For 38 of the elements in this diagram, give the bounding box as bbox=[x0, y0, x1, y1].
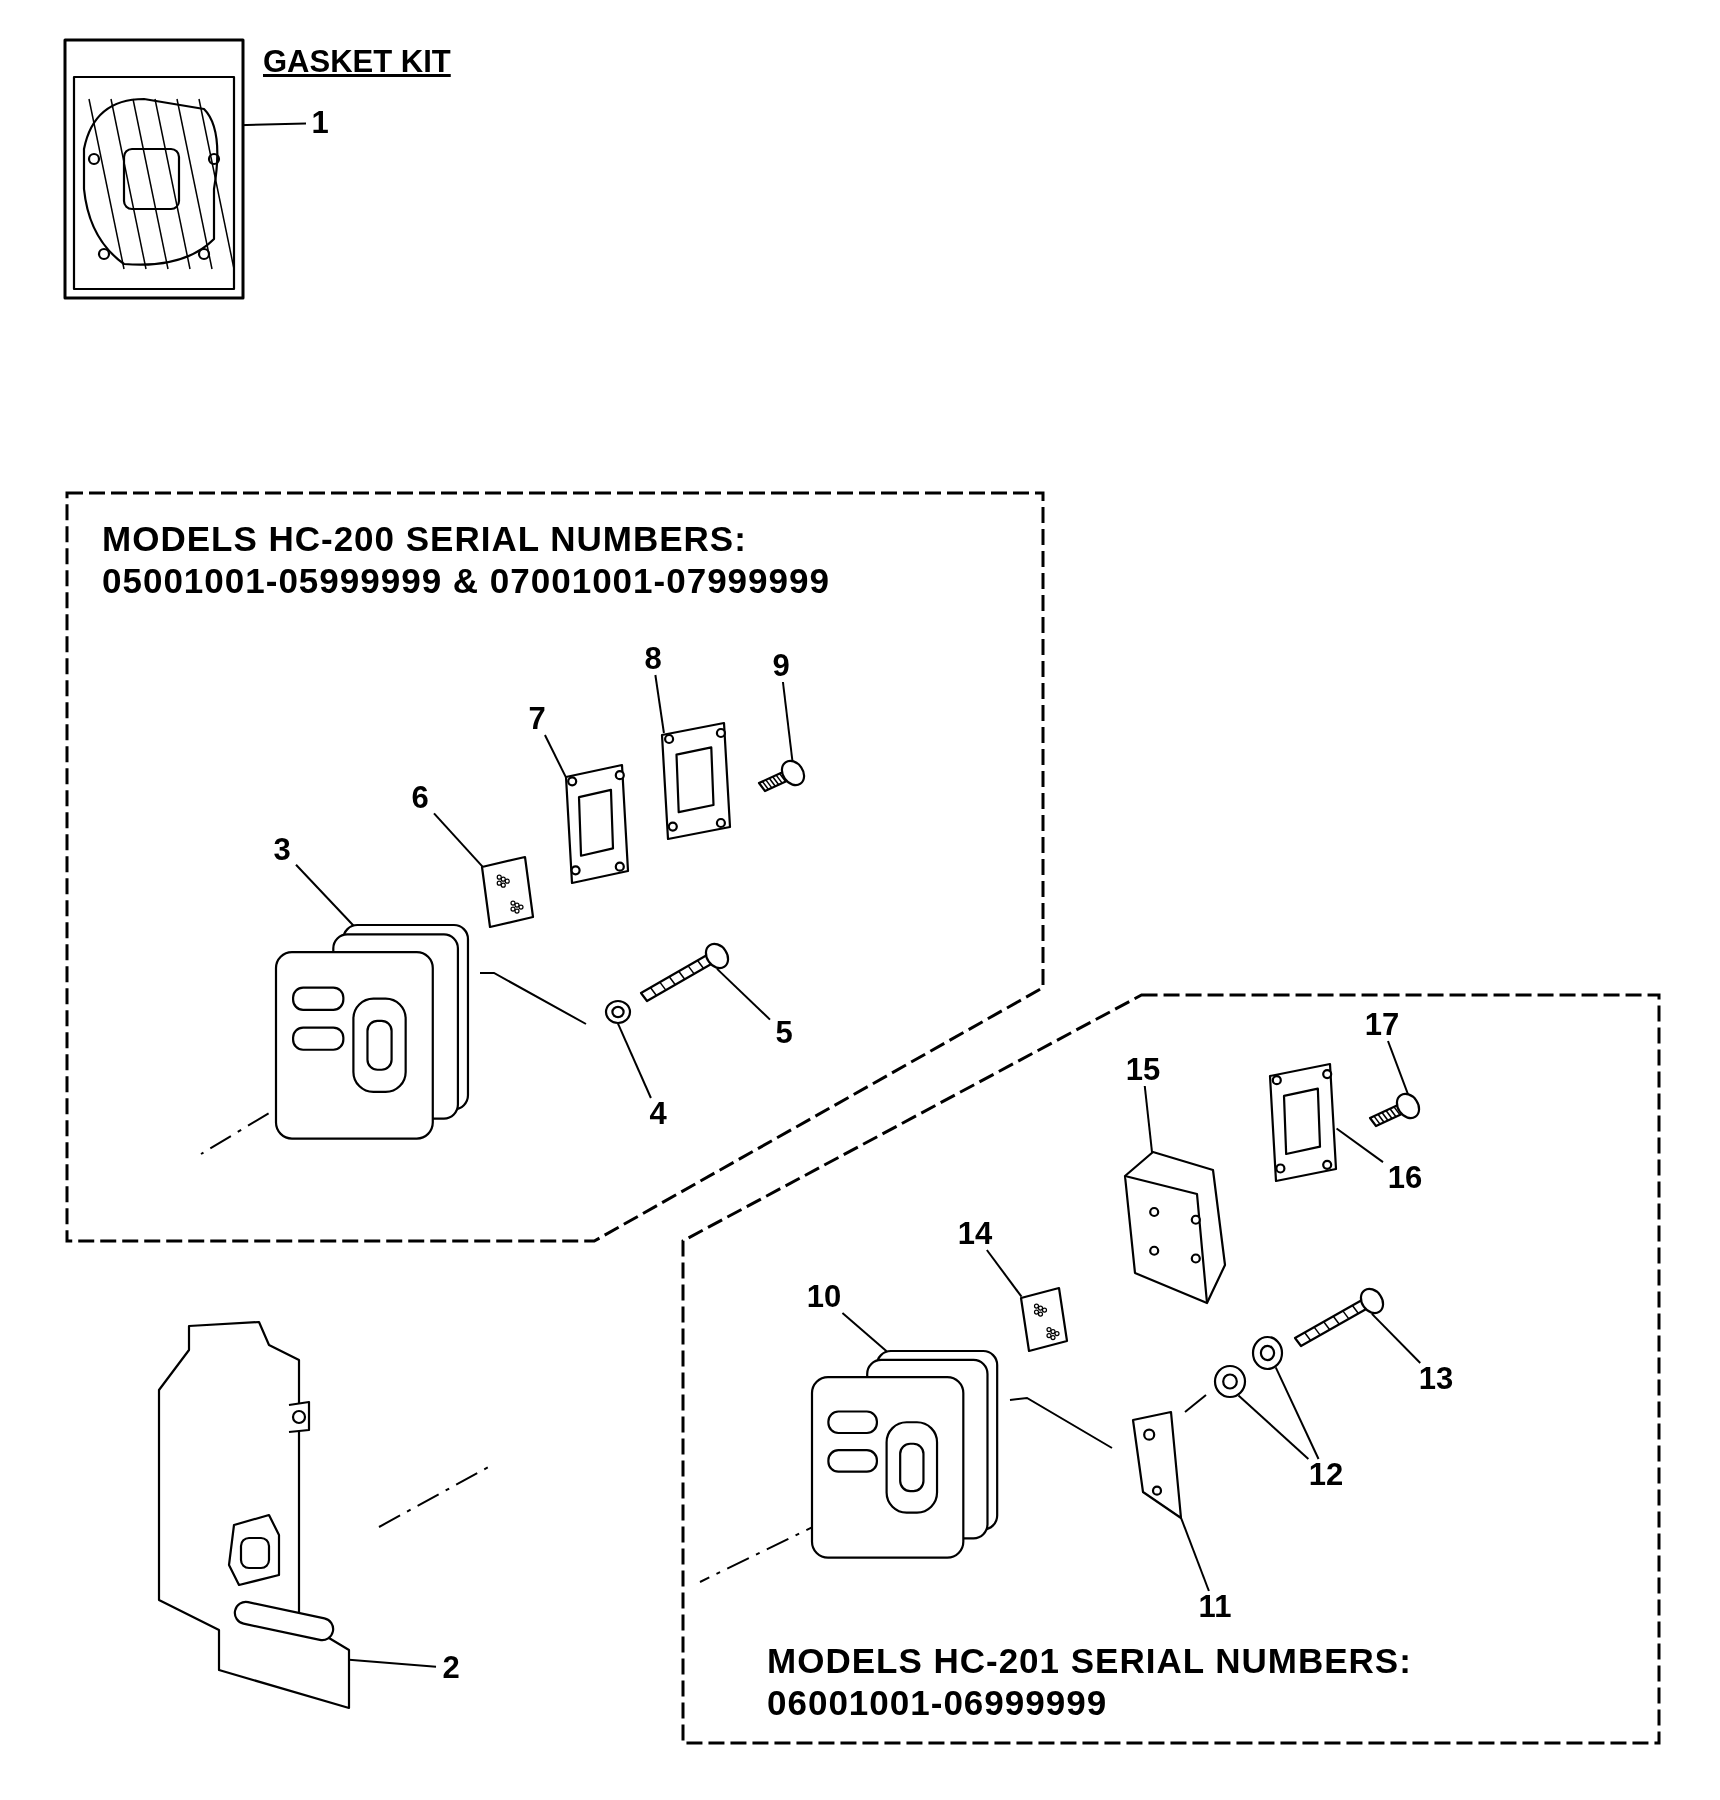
callout-number: 14 bbox=[953, 1218, 997, 1250]
callout-number: 2 bbox=[436, 1652, 466, 1684]
leader-line bbox=[781, 681, 794, 763]
leader-line bbox=[1237, 1394, 1310, 1460]
callout-number: 9 bbox=[767, 650, 795, 682]
model-group-outline bbox=[64, 490, 1046, 1244]
leader-line bbox=[433, 812, 484, 868]
callout-number: 4 bbox=[644, 1098, 672, 1130]
callout-number: 3 bbox=[268, 834, 296, 866]
model-group-outline bbox=[680, 992, 1662, 1746]
leader-line bbox=[1179, 1516, 1210, 1592]
callout-number: 13 bbox=[1414, 1363, 1458, 1395]
callout-number: 15 bbox=[1121, 1054, 1165, 1086]
leader-line bbox=[841, 1312, 888, 1353]
leader-line bbox=[985, 1249, 1023, 1298]
leader-line bbox=[1370, 1312, 1422, 1364]
callout-number: 5 bbox=[770, 1017, 798, 1049]
callout-number: 17 bbox=[1360, 1009, 1404, 1041]
model-serial-note: MODELS HC-200 SERIAL NUMBERS: 05001001-05999999 & 07001001-07999999 bbox=[102, 518, 831, 602]
leader-line bbox=[654, 674, 665, 734]
callout-number: 7 bbox=[523, 703, 551, 735]
callout-number: 1 bbox=[306, 107, 334, 139]
callout-number: 6 bbox=[406, 782, 434, 814]
kit-title: GASKET KIT bbox=[263, 44, 451, 80]
callout-number: 16 bbox=[1383, 1162, 1427, 1194]
leader-line bbox=[716, 967, 771, 1021]
leader-line bbox=[1387, 1040, 1410, 1096]
callout-number: 10 bbox=[802, 1281, 846, 1313]
model-serial-note: MODELS HC-201 SERIAL NUMBERS: 06001001-06999999 bbox=[767, 1640, 1413, 1724]
leader-line bbox=[1274, 1366, 1320, 1460]
leader-line bbox=[617, 1022, 652, 1099]
callout-number: 8 bbox=[639, 643, 667, 675]
leader-line bbox=[348, 1658, 437, 1668]
leader-line bbox=[1143, 1085, 1154, 1155]
callout-number: 11 bbox=[1193, 1591, 1237, 1623]
leader-line bbox=[1335, 1127, 1384, 1164]
leader-line bbox=[543, 734, 568, 779]
callout-number: 12 bbox=[1304, 1459, 1348, 1491]
